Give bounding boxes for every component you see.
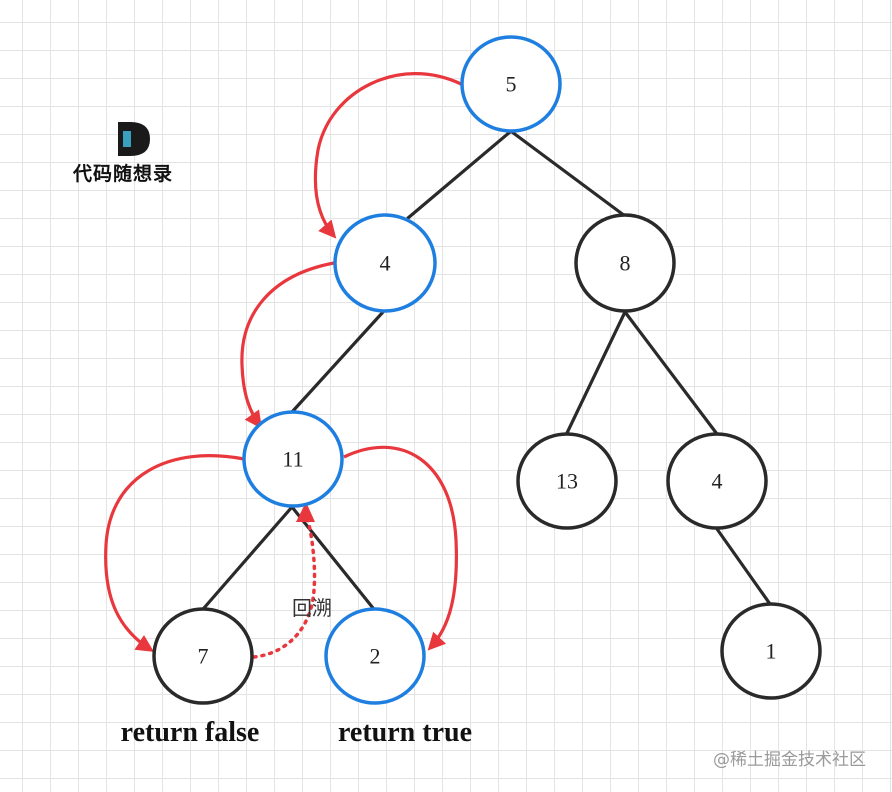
tree-node: 4 — [666, 432, 768, 530]
node-label: 5 — [506, 72, 517, 97]
return-false-label: return false — [121, 717, 260, 748]
tree-node: 4 — [333, 213, 437, 313]
node-label: 1 — [766, 639, 777, 664]
edge-5-4 — [406, 130, 512, 220]
edge-11-2 — [290, 505, 375, 610]
arrow-backtrack-7-to-11 — [252, 514, 317, 659]
tree-node: 8 — [574, 213, 676, 313]
brand-logo: 代码随想录 — [72, 122, 173, 185]
node-label: 2 — [370, 644, 381, 669]
arrow-11-to-7 — [104, 454, 245, 652]
tree-nodes: 5 4 8 11 13 4 7 2 — [152, 35, 822, 705]
edge-8-13 — [565, 310, 627, 435]
arrow-5-to-4 — [313, 72, 462, 239]
tree-node: 5 — [460, 35, 562, 133]
edge-4-11 — [290, 310, 385, 414]
backtrack-label: 回溯 — [292, 596, 332, 620]
backtrack-arrowhead-icon — [296, 502, 315, 522]
logo-d-icon — [118, 122, 150, 156]
edge-8-4 — [623, 310, 719, 436]
node-label: 11 — [282, 447, 303, 472]
tree-node: 1 — [720, 602, 822, 700]
arrow-11-to-2 — [343, 445, 459, 651]
traversal-arrows — [104, 72, 462, 659]
tree-node: 13 — [516, 432, 618, 530]
return-true-label: return true — [338, 717, 472, 748]
node-label: 7 — [198, 644, 209, 669]
tree-edges — [202, 130, 772, 610]
arrow-4-to-11 — [240, 261, 335, 429]
node-label: 8 — [620, 251, 631, 276]
brand-text: 代码随想录 — [72, 162, 173, 185]
node-label: 4 — [712, 469, 723, 494]
node-label: 4 — [380, 251, 391, 276]
watermark-text: @稀土掘金技术社区 — [713, 750, 866, 770]
edge-4-1 — [715, 527, 772, 606]
tree-node: 7 — [152, 607, 254, 705]
tree-node: 11 — [242, 410, 344, 508]
tree-node: 2 — [324, 607, 426, 705]
edge-11-7 — [202, 505, 294, 610]
edge-5-8 — [510, 130, 627, 218]
node-label: 13 — [556, 469, 578, 494]
